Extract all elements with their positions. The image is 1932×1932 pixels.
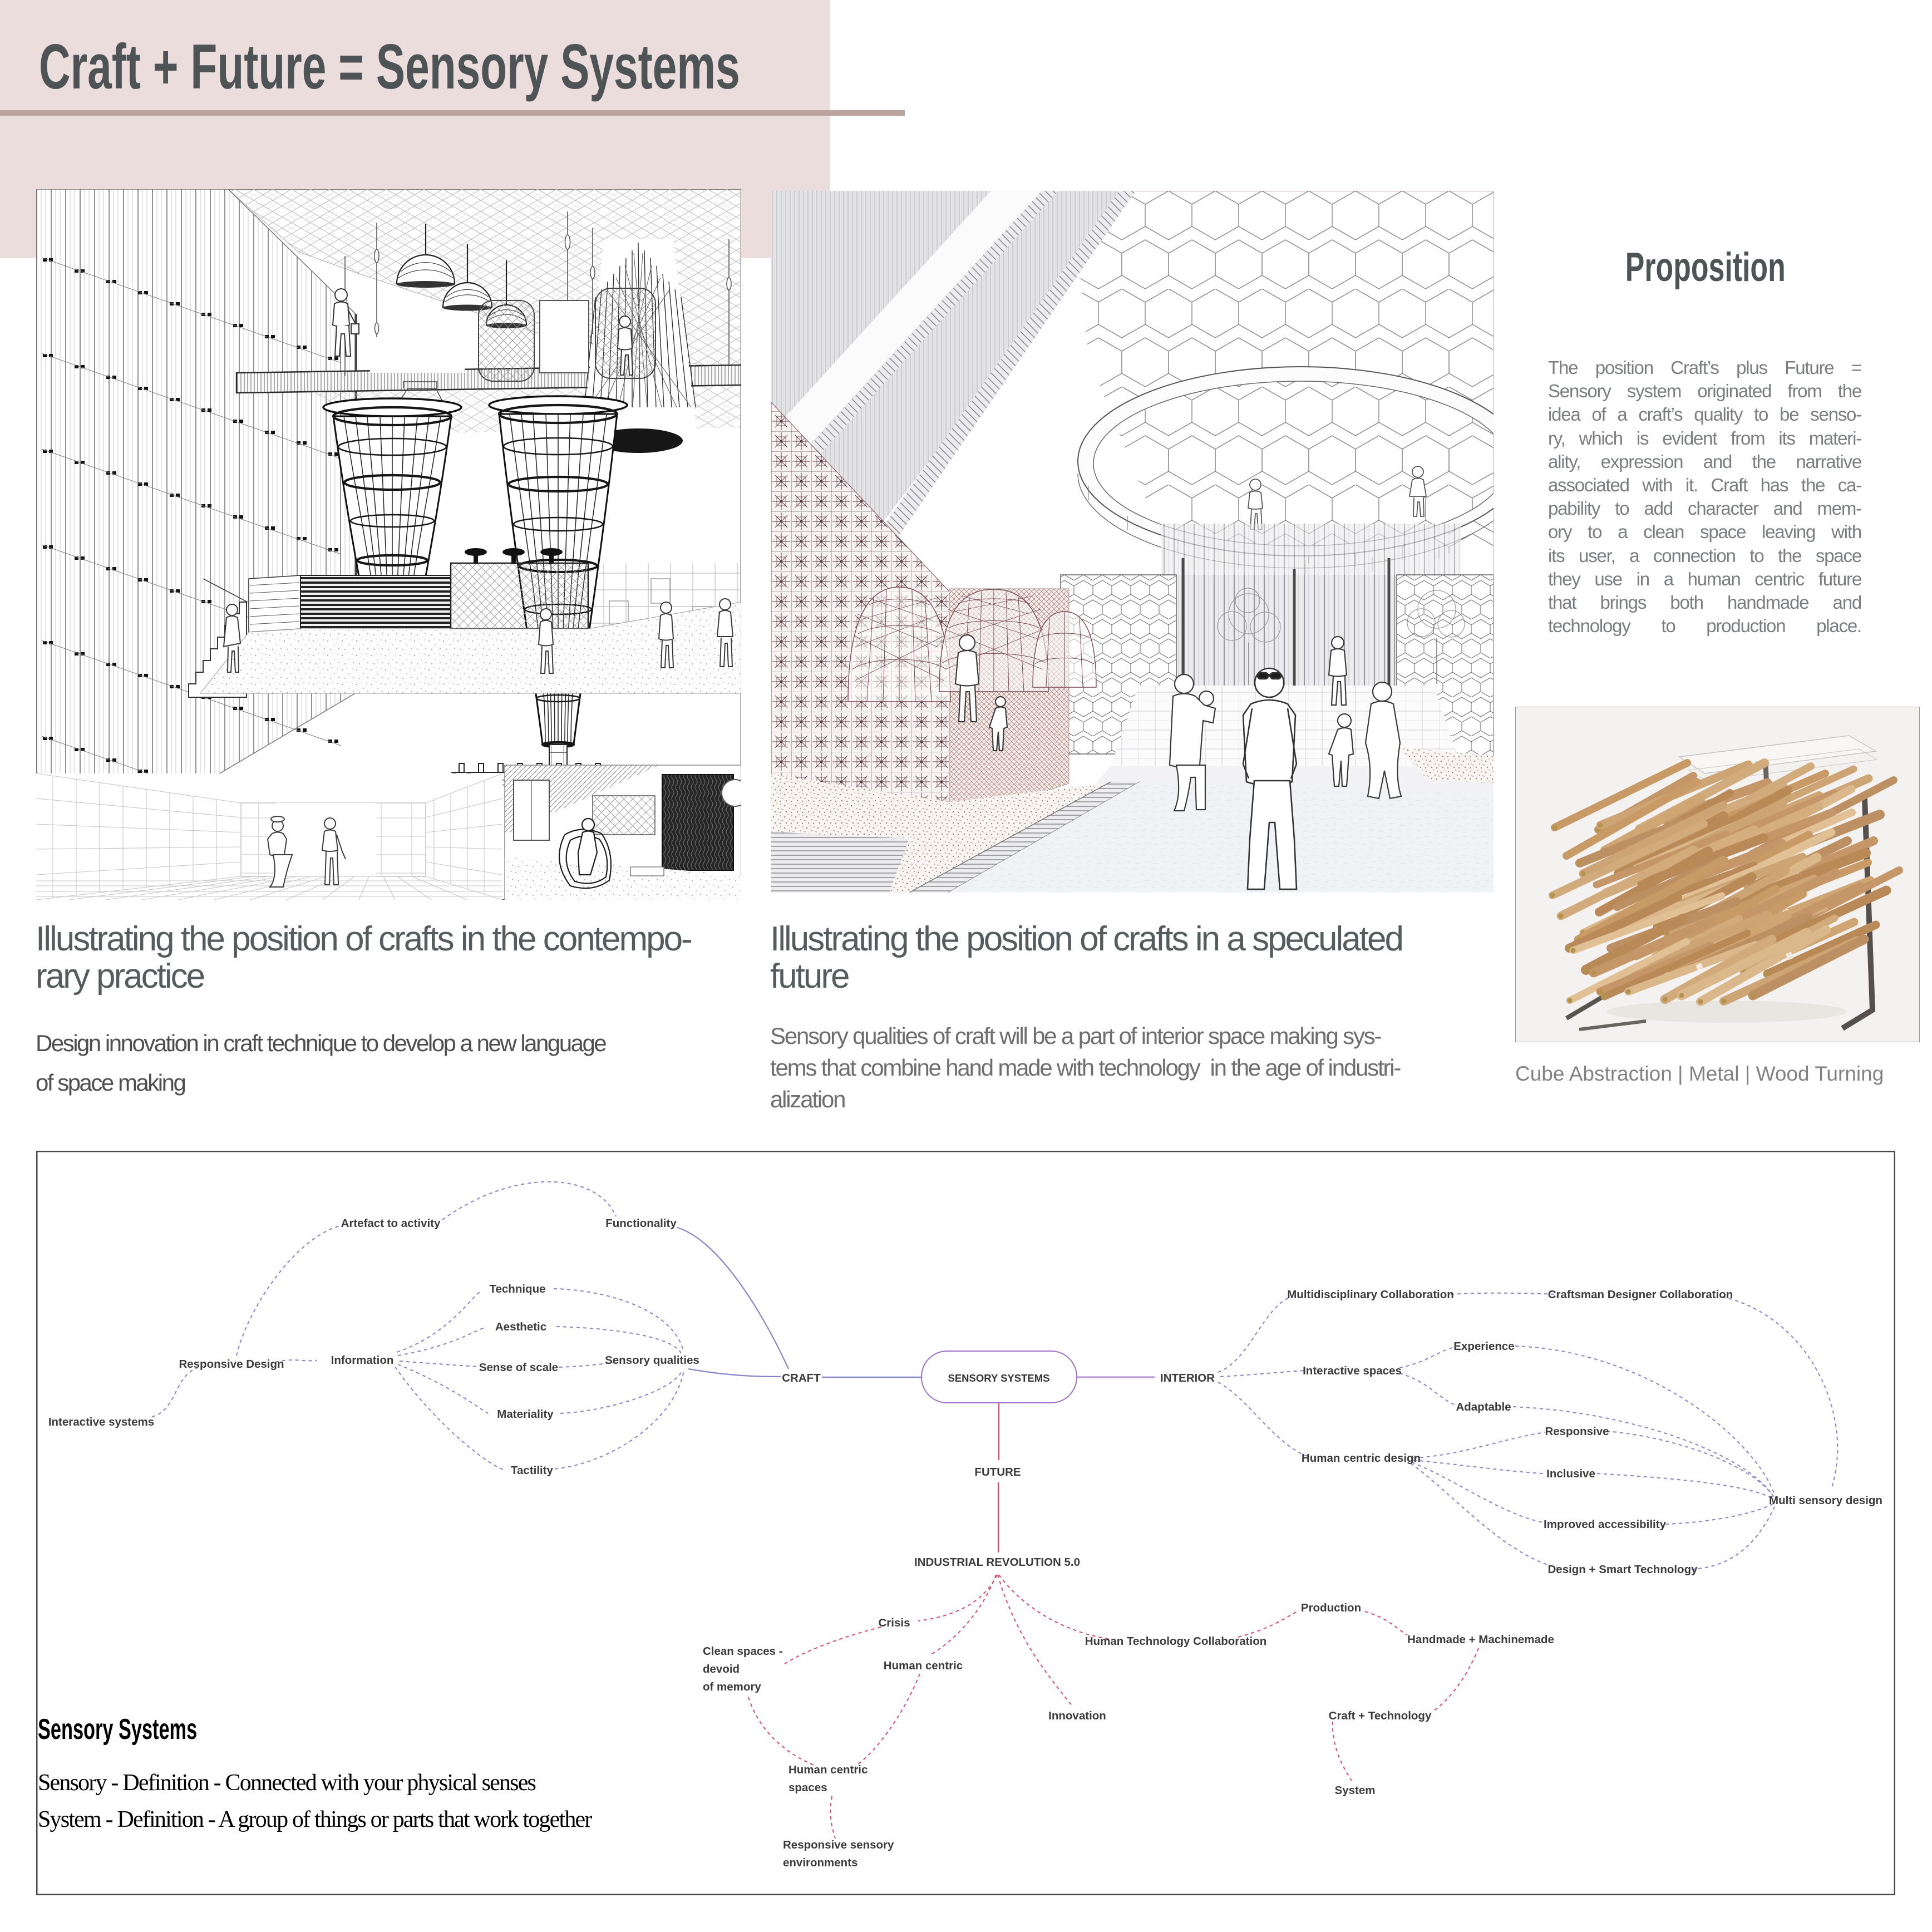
- svg-text:Human Technology Collaboration: Human Technology Collaboration: [1085, 1635, 1267, 1648]
- svg-text:Human centric design: Human centric design: [1302, 1452, 1421, 1465]
- svg-text:Human centric: Human centric: [884, 1659, 963, 1672]
- svg-text:Functionality: Functionality: [605, 1217, 677, 1230]
- svg-text:Interactive spaces: Interactive spaces: [1303, 1364, 1402, 1377]
- svg-text:Materiality: Materiality: [497, 1408, 554, 1421]
- svg-text:spaces: spaces: [788, 1781, 827, 1794]
- svg-text:Multi sensory design: Multi sensory design: [1769, 1494, 1882, 1507]
- svg-text:Inclusive: Inclusive: [1546, 1467, 1595, 1480]
- svg-text:Sensory qualities: Sensory qualities: [605, 1354, 699, 1367]
- svg-text:of memory: of memory: [703, 1680, 761, 1693]
- svg-text:Production: Production: [1301, 1601, 1361, 1614]
- svg-text:Handmade + Machinemade: Handmade + Machinemade: [1407, 1633, 1554, 1646]
- svg-text:CRAFT: CRAFT: [782, 1372, 821, 1384]
- svg-text:Aesthetic: Aesthetic: [495, 1320, 546, 1333]
- svg-text:INDUSTRIAL REVOLUTION 5.0: INDUSTRIAL REVOLUTION 5.0: [914, 1556, 1080, 1569]
- svg-text:Innovation: Innovation: [1048, 1709, 1106, 1722]
- svg-text:INTERIOR: INTERIOR: [1160, 1372, 1215, 1384]
- svg-text:Craftsman Designer Collaborati: Craftsman Designer Collaboration: [1548, 1288, 1733, 1301]
- svg-text:Responsive: Responsive: [1545, 1425, 1609, 1438]
- svg-text:devoid: devoid: [703, 1663, 740, 1675]
- svg-text:Experience: Experience: [1453, 1340, 1514, 1353]
- svg-text:System: System: [1335, 1784, 1376, 1797]
- svg-text:Design + Smart Technology: Design + Smart Technology: [1547, 1563, 1698, 1576]
- svg-text:Multidisciplinary Collaboratio: Multidisciplinary Collaboration: [1287, 1288, 1454, 1301]
- svg-text:Improved accessibility: Improved accessibility: [1544, 1518, 1667, 1531]
- svg-text:Interactive systems: Interactive systems: [48, 1416, 154, 1428]
- svg-text:Human centric: Human centric: [788, 1763, 868, 1776]
- svg-text:environments: environments: [783, 1856, 857, 1869]
- svg-text:Technique: Technique: [490, 1283, 546, 1295]
- svg-text:Artefact to activity: Artefact to activity: [341, 1217, 441, 1230]
- svg-text:FUTURE: FUTURE: [974, 1466, 1021, 1478]
- svg-text:Tactility: Tactility: [511, 1464, 554, 1477]
- svg-text:Information: Information: [331, 1354, 394, 1367]
- svg-text:Sense of scale: Sense of scale: [479, 1361, 558, 1374]
- svg-text:Craft + Technology: Craft + Technology: [1329, 1709, 1432, 1722]
- svg-text:Crisis: Crisis: [879, 1616, 910, 1629]
- svg-text:Responsive Design: Responsive Design: [179, 1358, 284, 1371]
- svg-text:SENSORY SYSTEMS: SENSORY SYSTEMS: [948, 1372, 1050, 1384]
- svg-text:Responsive sensory: Responsive sensory: [783, 1839, 894, 1851]
- svg-text:Adaptable: Adaptable: [1456, 1401, 1511, 1413]
- svg-text:Clean spaces -: Clean spaces -: [703, 1645, 783, 1658]
